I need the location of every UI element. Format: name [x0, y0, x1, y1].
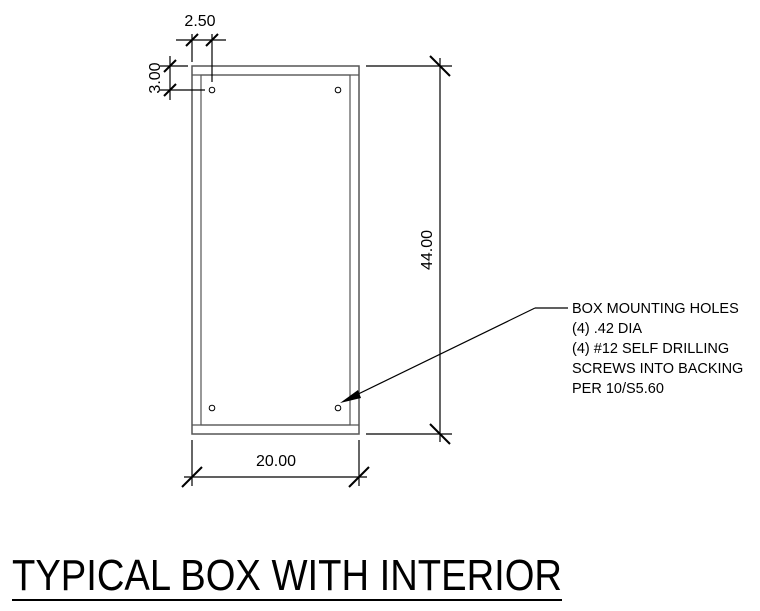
callout-line-5: PER 10/S5.60: [572, 381, 664, 397]
dimension-height-label: 44.00: [419, 230, 436, 270]
dimension-width: [181, 440, 370, 488]
callout-line-3: (4) #12 SELF DRILLING: [572, 341, 729, 357]
dimension-hole-offset-x-label: 2.50: [184, 13, 215, 30]
dimension-width-label: 20.00: [256, 453, 296, 470]
callout-line-4: SCREWS INTO BACKING: [572, 361, 743, 377]
callout-line-1: BOX MOUNTING HOLES: [572, 301, 739, 317]
callout-line-2: (4) .42 DIA: [572, 321, 642, 337]
box-inner-panel: [200, 74, 351, 426]
box-outer-outline: [191, 65, 360, 435]
dimension-hole-offset-y: [160, 56, 205, 100]
mounting-hole-top-left: [208, 86, 216, 94]
mounting-hole-bottom-right: [334, 404, 342, 412]
dimension-hole-offset-y-label: 3.00: [147, 62, 164, 93]
dimension-height: [366, 55, 452, 445]
dimension-hole-offset-x: [176, 33, 226, 82]
mounting-hole-bottom-left: [208, 404, 216, 412]
callout-note: BOX MOUNTING HOLES (4) .42 DIA (4) #12 S…: [572, 301, 743, 397]
drawing-title: TYPICAL BOX WITH INTERIOR: [12, 551, 562, 600]
callout-leader: [340, 307, 568, 403]
mounting-hole-top-right: [334, 86, 342, 94]
callout-arrowhead: [340, 390, 361, 403]
